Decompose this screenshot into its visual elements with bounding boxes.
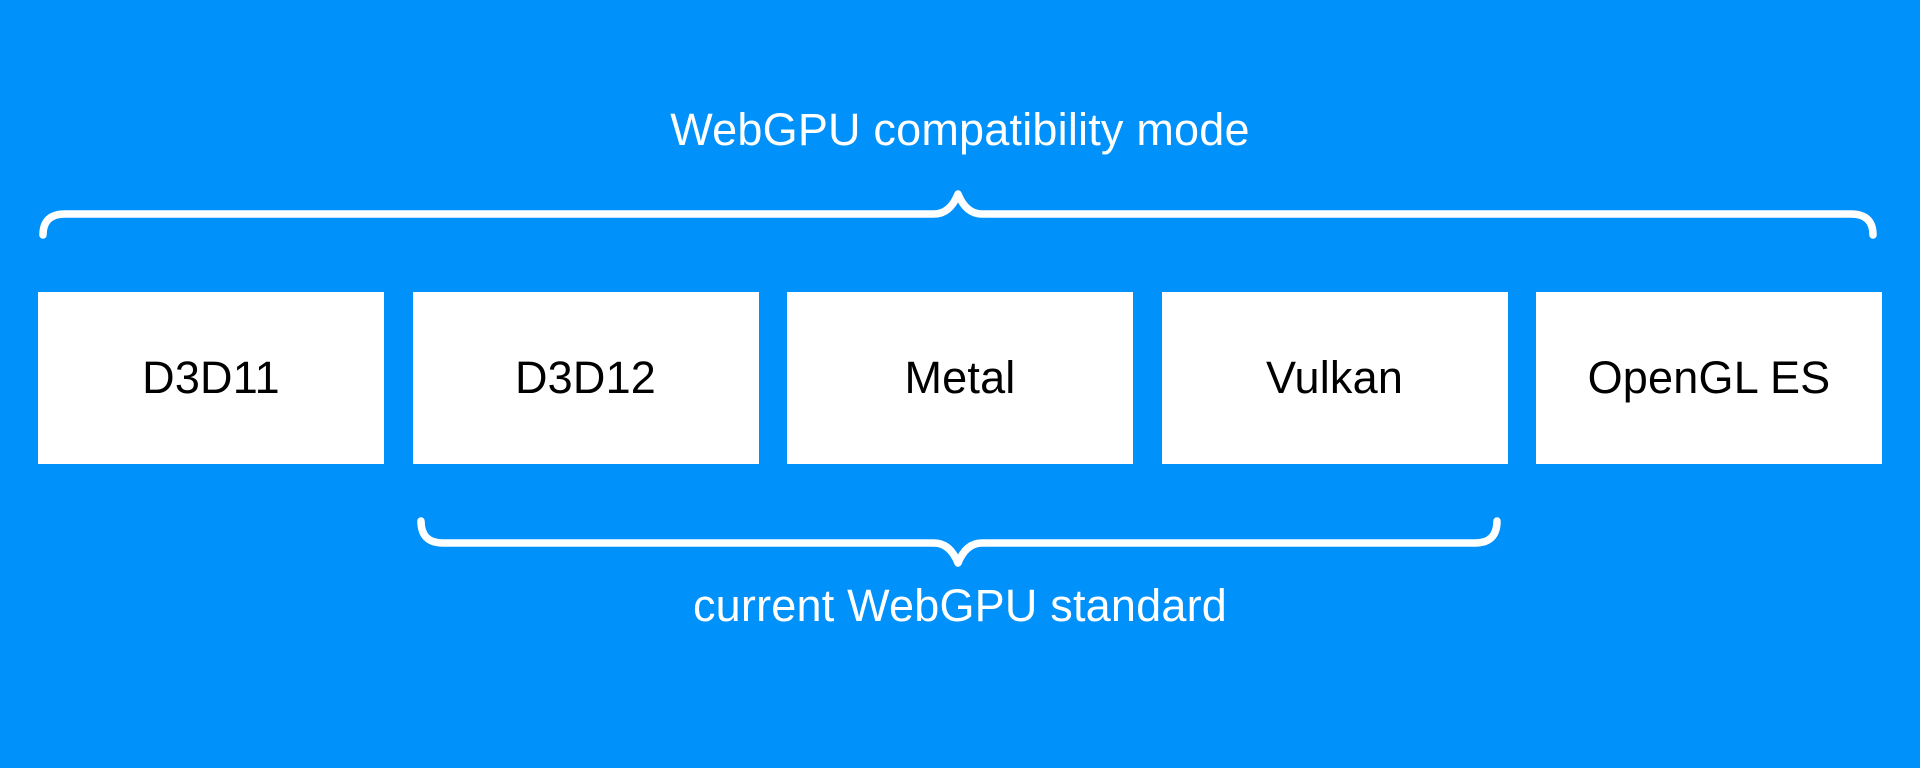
- api-box-d3d11: D3D11: [38, 292, 384, 464]
- bottom-brace-label: current WebGPU standard: [692, 580, 1227, 631]
- api-box-metal: Metal: [787, 292, 1133, 464]
- top-brace: [39, 190, 1877, 239]
- bottom-brace: [417, 517, 1501, 567]
- api-box-d3d12: D3D12: [412, 292, 759, 464]
- top-brace-label: WebGPU compatibility mode: [670, 104, 1250, 155]
- api-box-vulkan: Vulkan: [1161, 292, 1508, 464]
- api-boxes-row: D3D11 D3D12 Metal Vulkan OpenGL ES: [38, 292, 1882, 464]
- api-box-opengl-es: OpenGL ES: [1536, 292, 1882, 464]
